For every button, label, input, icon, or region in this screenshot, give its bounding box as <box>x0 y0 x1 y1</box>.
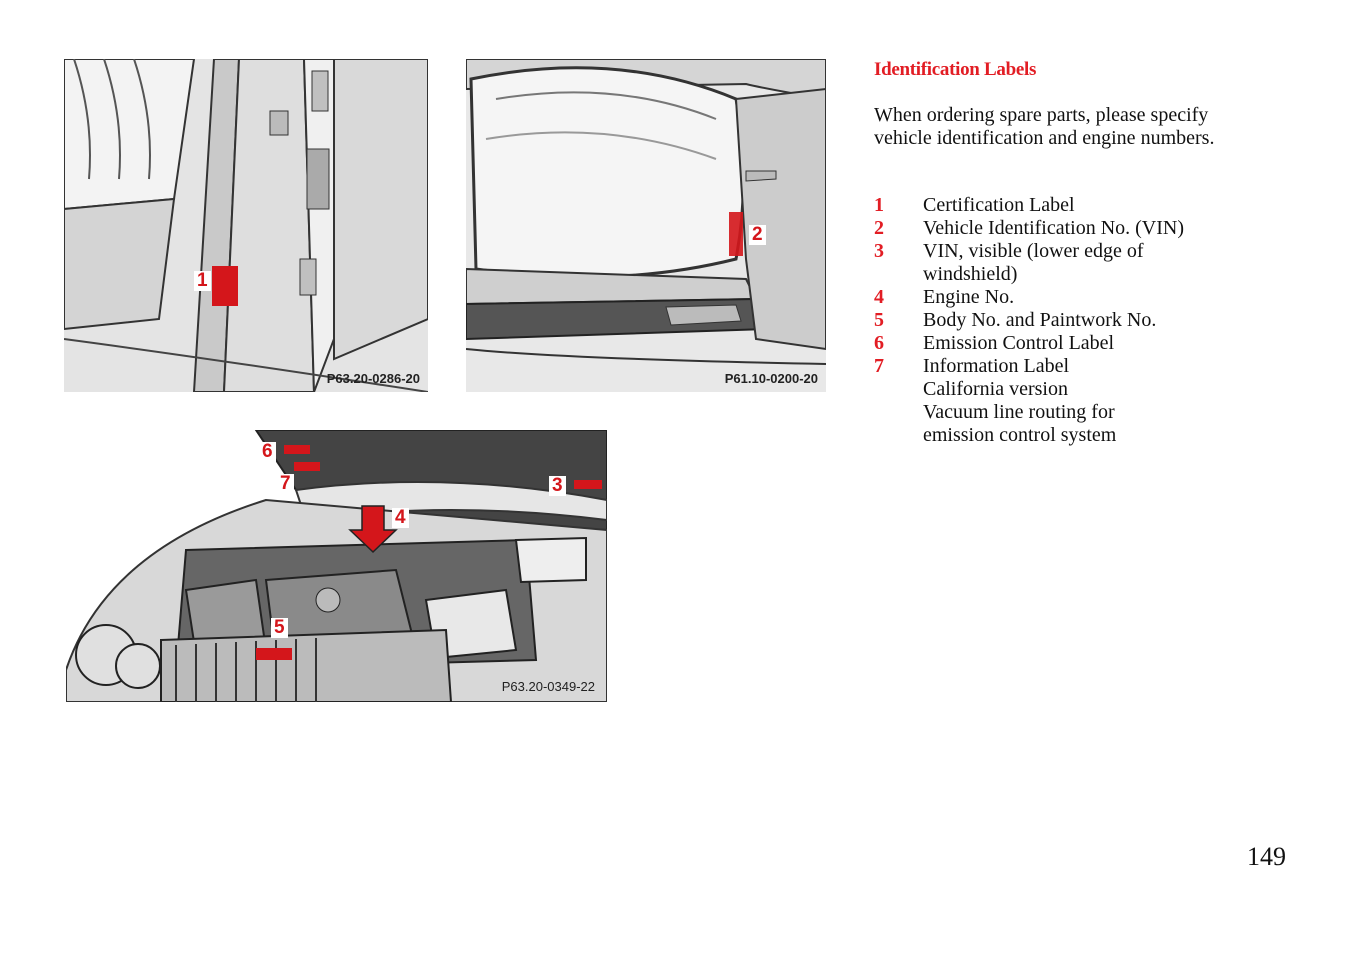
callout-3: 3 <box>549 476 566 496</box>
figure-code: P61.10-0200-20 <box>724 371 818 386</box>
item-label: Body No. and Paintwork No. <box>923 309 1157 331</box>
callout-2: 2 <box>749 225 766 245</box>
item-number: 4 <box>874 286 884 308</box>
list-item: 6 Emission Control Label <box>874 332 1274 355</box>
door-pillar-illustration: 1 P63.20-0286-20 <box>64 59 428 392</box>
seat-floor-illustration: 2 P61.10-0200-20 <box>466 59 826 392</box>
list-item: 2 Vehicle Identification No. (VIN) <box>874 217 1274 240</box>
list-item: 1 Certification Label <box>874 194 1274 217</box>
item-number: 5 <box>874 309 884 331</box>
callout-4: 4 <box>392 508 409 528</box>
section-heading: Identification Labels <box>874 59 1037 80</box>
item-label: Information Label <box>923 355 1070 377</box>
item-7-subline: Vacuum line routing for <box>923 401 1115 423</box>
list-item: 7 Information Label <box>874 355 1274 378</box>
item-number: 3 <box>874 240 884 262</box>
engine-compartment-illustration: 6 7 3 4 5 P63.20-0349-22 <box>66 430 607 702</box>
item-label: Certification Label <box>923 194 1075 216</box>
item-label: Engine No. <box>923 286 1015 308</box>
intro-paragraph: When ordering spare parts, please specif… <box>874 104 1215 149</box>
callout-7: 7 <box>277 474 294 494</box>
callout-6: 6 <box>259 442 276 462</box>
item-label: VIN, visible (lower edge of windshield) <box>923 240 1144 285</box>
callout-1: 1 <box>194 271 211 291</box>
figure-code: P63.20-0349-22 <box>501 679 595 694</box>
item-number: 7 <box>874 355 884 377</box>
page-number: 149 <box>1247 842 1286 871</box>
item-number: 6 <box>874 332 884 354</box>
item-7-subline: California version <box>923 378 1068 400</box>
item-number: 1 <box>874 194 884 216</box>
item-label: Emission Control Label <box>923 332 1115 354</box>
callout-5: 5 <box>271 618 288 638</box>
item-label: Vehicle Identification No. (VIN) <box>923 217 1185 239</box>
list-item: 4 Engine No. <box>874 286 1274 309</box>
label-list: 1 Certification Label 2 Vehicle Identifi… <box>874 194 1274 447</box>
list-item: 5 Body No. and Paintwork No. <box>874 309 1274 332</box>
item-7-subline: emission control system <box>923 424 1117 446</box>
figure-code: P63.20-0286-20 <box>326 371 420 386</box>
item-number: 2 <box>874 217 884 239</box>
list-item: 3 VIN, visible (lower edge of windshield… <box>874 240 1274 286</box>
